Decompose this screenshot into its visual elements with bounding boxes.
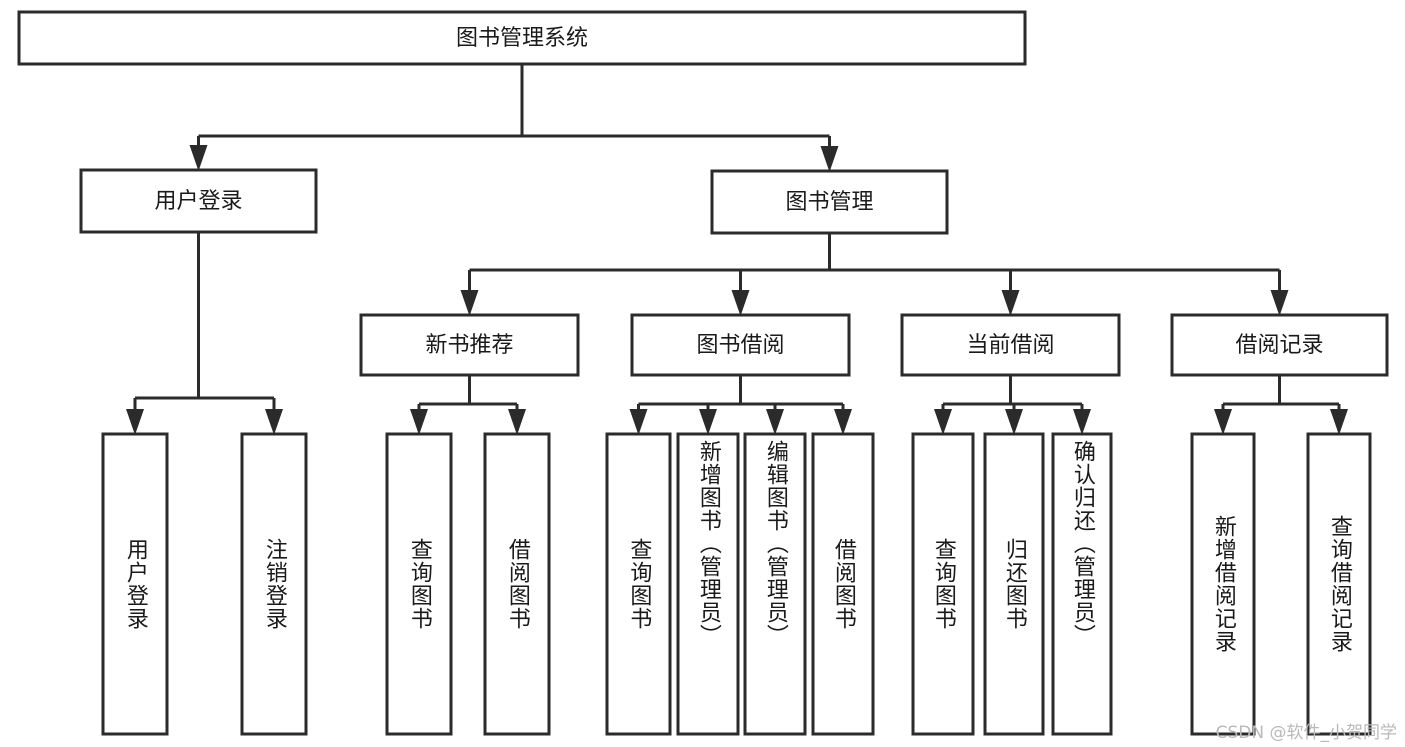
node-label-login: 用户登录 [154,189,242,214]
arrow-head-icon [934,409,952,435]
watermark-label: CSDN @软件_小贺同学 [1215,723,1397,743]
arrow-head-icon [460,290,479,316]
node-label-root: 图书管理系统 [456,26,588,51]
node-label-bookmgmt: 图书管理 [785,190,873,215]
node-box-borrow[interactable] [630,313,851,377]
node-box-l4_5[interactable] [605,432,672,736]
node-box-l4_1[interactable] [101,432,169,736]
arrow-head-icon [1330,409,1348,435]
node-box-l4_11[interactable] [1051,432,1113,736]
node-box-root[interactable] [17,10,1027,66]
arrow-head-icon [629,409,648,435]
arrow-head-icon [766,409,784,435]
arrow-head-icon [820,146,839,172]
node-box-l4_9[interactable] [911,432,975,736]
arrow-head-icon [126,409,144,435]
node-box-bookmgmt[interactable] [710,169,949,235]
arrow-head-icon [410,409,428,435]
arrow-head-icon [1214,409,1232,435]
arrow-head-icon [265,409,283,435]
node-label-current: 当前借阅 [966,333,1054,358]
arrow-head-icon [508,409,526,435]
node-box-l4_12[interactable] [1190,432,1256,736]
node-box-l4_4[interactable] [483,432,551,736]
node-box-l4_2[interactable] [240,432,308,736]
node-box-l4_7[interactable] [743,432,807,736]
node-box-l4_6[interactable] [676,432,740,736]
arrow-head-icon [189,145,208,171]
arrow-head-icon [834,409,852,435]
arrow-head-icon [1001,290,1020,316]
arrow-head-icon [1270,290,1289,316]
node-label-records: 借阅记录 [1235,333,1323,358]
arrow-head-icon [1073,409,1091,435]
node-label-borrow: 图书借阅 [696,333,784,358]
node-box-login[interactable] [79,168,318,234]
arrow-head-icon [731,290,750,316]
node-box-l4_13[interactable] [1306,432,1372,736]
node-box-l4_10[interactable] [983,432,1045,736]
node-box-l4_8[interactable] [811,432,875,736]
node-label-newbook: 新书推荐 [425,333,513,358]
edges-layer [126,64,1348,435]
node-box-newbook[interactable] [359,313,580,377]
arrow-head-icon [699,409,717,435]
node-box-current[interactable] [900,313,1121,377]
arrow-head-icon [1005,409,1023,435]
node-box-records[interactable] [1170,313,1389,377]
node-box-l4_3[interactable] [385,432,453,736]
